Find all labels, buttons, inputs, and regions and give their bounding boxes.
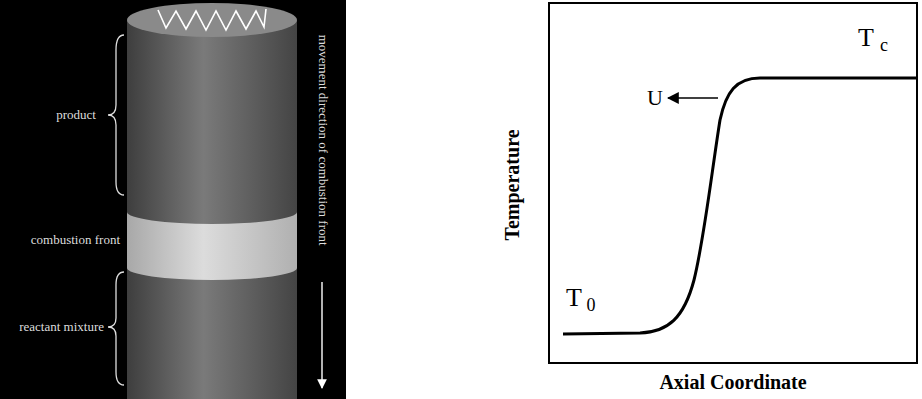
symbol-label: U <box>647 86 663 110</box>
temperature-curve <box>563 78 917 334</box>
axis-title: Temperature <box>501 129 523 240</box>
subscript-label: 0 <box>587 296 596 316</box>
symbol-label: T <box>566 284 582 313</box>
axis-title: Axial Coordinate <box>659 371 806 393</box>
direction-label: movement direction of combustion front <box>315 35 329 246</box>
part-label: reactant mixture <box>19 320 104 334</box>
subscript-label: c <box>880 36 888 56</box>
part-label: product <box>56 108 96 122</box>
cylinder-body <box>127 20 297 399</box>
direction-arrow <box>321 282 322 388</box>
ignition-coil <box>158 9 266 30</box>
brace <box>108 272 124 385</box>
symbol-label: T <box>858 24 874 53</box>
cylinder-top <box>127 3 297 37</box>
part-label: combustion front <box>31 233 120 247</box>
combustion-front-band <box>127 212 297 280</box>
velocity-arrow <box>668 97 718 99</box>
brace <box>108 35 124 195</box>
plot-frame <box>549 3 917 363</box>
